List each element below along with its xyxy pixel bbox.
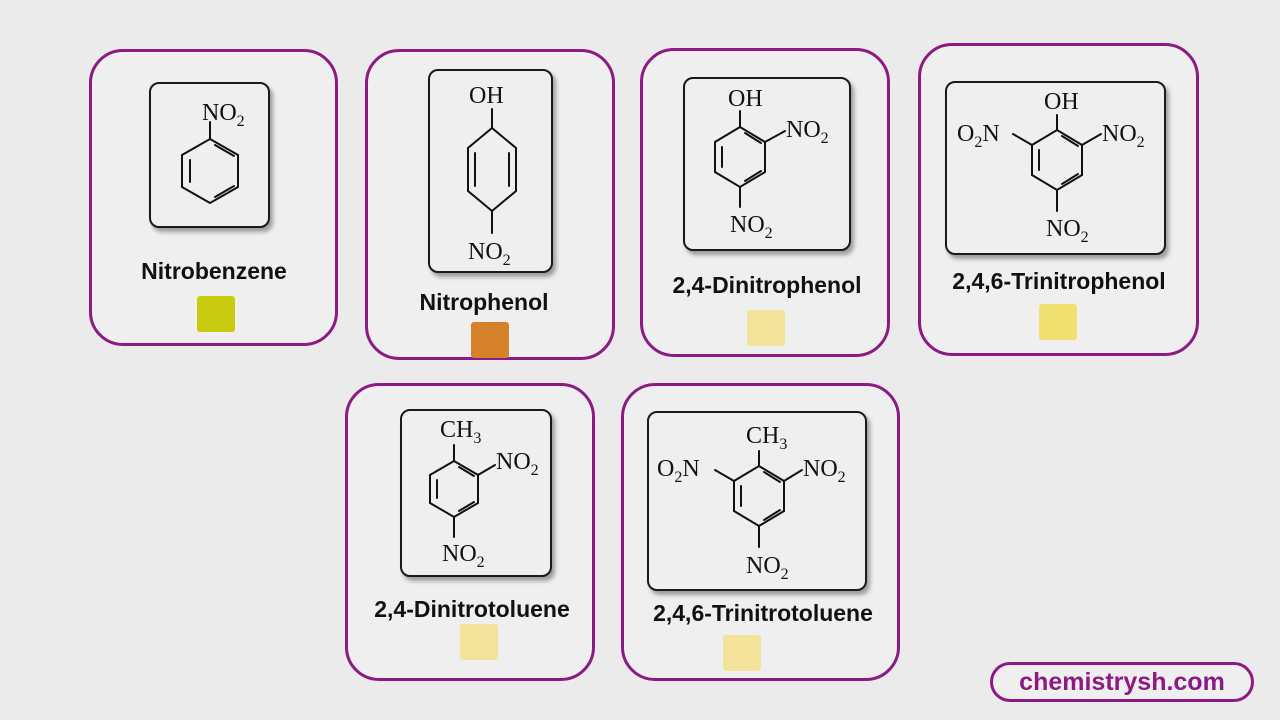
- nitro-bond: [764, 130, 786, 143]
- compound-name: Nitrophenol: [419, 289, 549, 315]
- color-swatch: [471, 322, 509, 358]
- nitro-group-label: NO2: [442, 541, 485, 571]
- nitro-group-label: NO2: [803, 456, 846, 486]
- methyl-group-label: CH3: [440, 417, 481, 447]
- color-swatch: [197, 296, 235, 332]
- nitro-bond: [1081, 133, 1102, 146]
- ring-double-bond: [1061, 135, 1079, 147]
- structure-2-4-6-trinitrophenol: OH NO2 O2N NO2: [945, 81, 1166, 255]
- ring-double-bond: [458, 466, 475, 477]
- card-2-4-6-trinitrotoluene: CH3 NO2 O2N NO2 2,4,6-Trinitrotoluene: [621, 383, 900, 681]
- structure-2-4-6-trinitrotoluene: CH3 NO2 O2N NO2: [647, 411, 867, 591]
- benzene-ring: [181, 137, 239, 205]
- nitro-group-label: NO2: [468, 239, 511, 269]
- dinitrophenol-svg: OH NO2 NO2: [714, 86, 829, 242]
- hydroxyl-group-label: OH: [728, 86, 763, 112]
- nitro-group-label-left: O2N: [957, 121, 1000, 151]
- nitrobenzene-svg: NO2: [181, 100, 245, 205]
- nitro-group-label: NO2: [746, 553, 789, 583]
- nitrophenol-svg: OH NO2: [467, 83, 517, 269]
- nitro-group-label: NO2: [496, 449, 539, 479]
- ring-double-bond: [214, 144, 235, 157]
- structure-2-4-dinitrophenol: OH NO2 NO2: [683, 77, 851, 251]
- ring-double-bond: [744, 132, 762, 144]
- nitro-bond: [477, 464, 496, 476]
- nitro-group-label: NO2: [1102, 121, 1145, 151]
- trinitrotoluene-svg: CH3 NO2 O2N NO2: [657, 423, 846, 583]
- nitro-group-label: NO2: [730, 212, 773, 242]
- card-2-4-dinitrophenol: OH NO2 NO2 2,4-Dinitrophenol: [640, 48, 890, 357]
- ring-double-bond: [458, 501, 475, 512]
- hydroxyl-group-label: OH: [1044, 89, 1079, 115]
- nitro-bond: [714, 469, 735, 482]
- card-2-4-dinitrotoluene: CH3 NO2 NO2 2,4-Dinitrotoluene: [345, 383, 595, 681]
- compound-name: Nitrobenzene: [141, 258, 287, 284]
- nitro-group-label: NO2: [202, 100, 245, 130]
- dinitrotoluene-svg: CH3 NO2 NO2: [429, 417, 539, 571]
- nitro-group-label-left: O2N: [657, 456, 700, 486]
- ring-double-bond: [744, 170, 762, 182]
- color-swatch: [723, 635, 761, 671]
- ring-double-bond: [1061, 173, 1079, 185]
- nitro-bond: [783, 469, 803, 482]
- structure-nitrobenzene: NO2: [149, 82, 270, 228]
- ring-double-bond: [763, 471, 781, 483]
- compound-name: 2,4-Dinitrophenol: [672, 272, 862, 298]
- hydroxyl-group-label: OH: [469, 83, 504, 109]
- structure-nitrophenol: OH NO2: [428, 69, 553, 273]
- card-nitrophenol: OH NO2 Nitrophenol: [365, 49, 615, 360]
- brand-badge[interactable]: chemistrysh.com: [990, 662, 1254, 702]
- compound-name: 2,4-Dinitrotoluene: [374, 596, 570, 622]
- nitro-bond: [1012, 133, 1033, 146]
- color-swatch: [747, 310, 785, 346]
- methyl-group-label: CH3: [746, 423, 787, 453]
- ring-double-bond: [214, 185, 235, 198]
- trinitrophenol-svg: OH NO2 O2N NO2: [957, 89, 1145, 246]
- structure-2-4-dinitrotoluene: CH3 NO2 NO2: [400, 409, 552, 577]
- color-swatch: [1039, 304, 1077, 340]
- compound-name: 2,4,6-Trinitrophenol: [952, 268, 1166, 294]
- card-2-4-6-trinitrophenol: OH NO2 O2N NO2 2,4,6-Trinitrophenol: [918, 43, 1199, 356]
- compound-name: 2,4,6-Trinitrotoluene: [653, 600, 873, 626]
- nitro-group-label: NO2: [1046, 216, 1089, 246]
- card-nitrobenzene: NO2 Nitrobenzene: [89, 49, 338, 346]
- nitro-group-label: NO2: [786, 117, 829, 147]
- color-swatch: [460, 624, 498, 660]
- ring-double-bond: [763, 509, 781, 521]
